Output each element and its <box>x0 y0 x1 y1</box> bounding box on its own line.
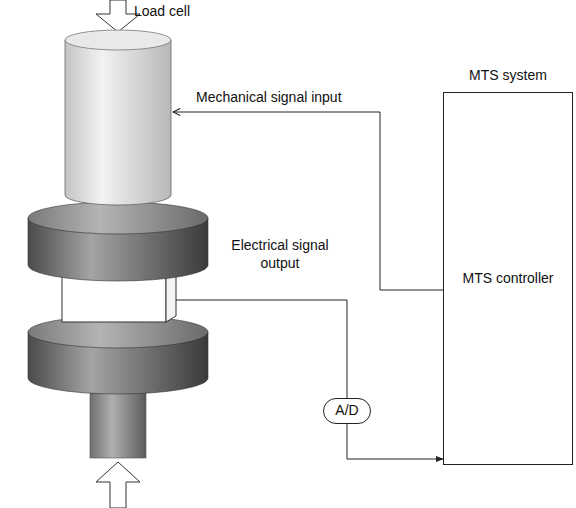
load-cell-cylinder <box>65 30 171 205</box>
upper-platen <box>28 202 208 281</box>
signal-label: Electrical signal output <box>215 236 345 272</box>
part-label: Load cell <box>134 2 190 20</box>
box-text: MTS controller <box>462 270 553 288</box>
box-heading: MTS system <box>444 67 572 85</box>
signal-wire <box>176 300 347 398</box>
controller-box: MTS systemMTS controller <box>443 92 573 465</box>
signal-wire <box>173 112 443 290</box>
lower-platen <box>28 316 208 394</box>
box-text: A/D <box>335 402 358 420</box>
signal-connector <box>347 424 443 459</box>
signal-label: Mechanical signal input <box>196 88 342 106</box>
converter-box: A/D <box>323 398 371 424</box>
load-arrow <box>96 0 140 32</box>
load-arrow <box>96 462 140 508</box>
